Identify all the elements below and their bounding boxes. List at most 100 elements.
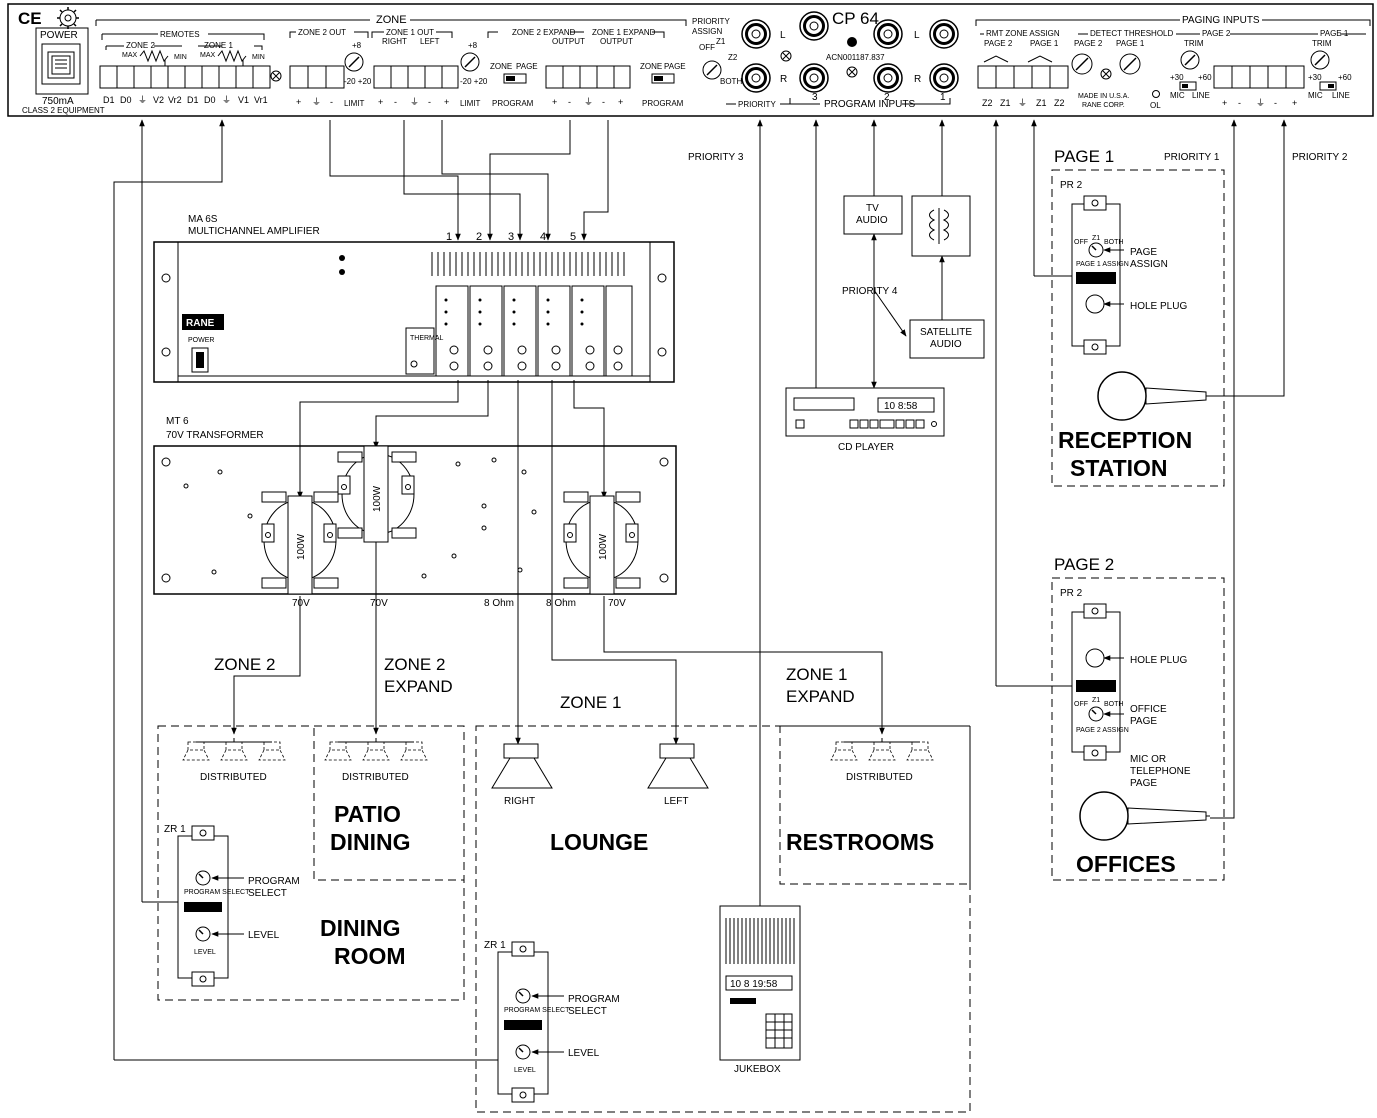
term-label: Vr2 <box>168 95 182 105</box>
remote-z1-max: MAX <box>200 52 216 59</box>
pol-label: - <box>1274 98 1277 108</box>
zone2-trim-knob[interactable] <box>344 52 364 72</box>
program-input-1-jacks <box>928 18 960 94</box>
lounge-left-speaker-icon <box>647 743 709 789</box>
page1-station: PAGE 1 PR 2 OFF Z1 BOTH PAGE 1 ASSIGN PA… <box>1051 147 1225 487</box>
amp-channel-modules <box>435 285 633 377</box>
input-r: R <box>914 74 921 85</box>
offices-title: OFFICES <box>1076 851 1176 877</box>
remote-zone2-label: ZONE 2 <box>126 41 155 50</box>
level-knob[interactable] <box>195 926 211 942</box>
certification-icon <box>847 37 857 47</box>
microphone-icon <box>1097 371 1210 421</box>
pol-label: + <box>1292 98 1297 108</box>
mt6-transformer: MT 6 70V TRANSFORMER 100W 100W 100W <box>153 416 677 609</box>
line-label: LINE <box>1192 91 1210 100</box>
term-label: D0 <box>120 95 132 105</box>
page1-trim-knob[interactable] <box>1310 50 1330 70</box>
zone-switch-zone: ZONE <box>640 62 662 71</box>
zone2-expand-switch[interactable] <box>503 73 527 84</box>
detect-page2: PAGE 2 <box>1074 39 1103 48</box>
remote-z2-min: MIN <box>174 54 187 61</box>
pr2-wall-plate: OFF Z1 BOTH PAGE 2 ASSIGN <box>1071 603 1129 761</box>
tap-label: 70V <box>608 598 626 609</box>
transformer-description: 70V TRANSFORMER <box>166 430 264 441</box>
pr2-off: OFF <box>1074 701 1088 708</box>
page1-assign-knob[interactable] <box>1088 242 1104 258</box>
pol-label: + <box>618 97 623 107</box>
level-knob[interactable] <box>515 1044 531 1060</box>
pol-label: + <box>552 97 557 107</box>
pr2-wall-plate: OFF Z1 BOTH PAGE 1 ASSIGN <box>1071 195 1129 355</box>
amp-power-switch[interactable] <box>191 347 209 373</box>
page2-assign-knob[interactable] <box>1088 706 1104 722</box>
detect-page1-knob[interactable] <box>1119 53 1141 75</box>
distributed-label: DISTRIBUTED <box>846 772 913 783</box>
priority-label: PRIORITY <box>738 100 776 109</box>
zone1-expand-switch[interactable] <box>651 73 675 84</box>
cd-display[interactable]: 10 8:58 <box>884 401 918 412</box>
cp64-model: CP 64 <box>832 9 879 28</box>
page1-mic-line-switch[interactable] <box>1319 81 1337 91</box>
distributed-label: DISTRIBUTED <box>342 772 409 783</box>
level-label: LEVEL <box>248 930 280 941</box>
pol-label: - <box>330 97 333 107</box>
input-num: 2 <box>884 92 890 103</box>
pr2-label: PR 2 <box>1060 180 1083 191</box>
zr1-wall-plate: PROGRAM SELECT LEVEL <box>177 825 250 987</box>
term-label: D0 <box>204 95 216 105</box>
trim-range: -20 +20 <box>344 77 372 86</box>
pol-label: + <box>444 97 449 107</box>
jukebox-keypad[interactable] <box>765 1013 793 1049</box>
amp-model: MA 6S <box>188 214 218 225</box>
jukebox-display[interactable]: 10 8 19:58 <box>730 979 778 990</box>
detect-page2-knob[interactable] <box>1071 53 1093 75</box>
page1-title: PAGE 1 <box>1054 147 1114 166</box>
gain-60: +60 <box>1198 73 1212 82</box>
term-label: D1 <box>103 95 115 105</box>
zone1-out-terminal <box>373 65 459 89</box>
page2-trim-knob[interactable] <box>1180 50 1200 70</box>
rmt-page2: PAGE 2 <box>984 39 1013 48</box>
pa-z2: Z2 <box>728 53 738 62</box>
transformer-core-3: 100W <box>563 491 641 595</box>
distributed-speakers-zone1-expand <box>830 738 934 761</box>
pa-z1: Z1 <box>716 37 726 46</box>
pr2-page2-assign: PAGE 2 ASSIGN <box>1076 727 1129 734</box>
line-label: LINE <box>1332 91 1350 100</box>
term-label: V2 <box>153 95 164 105</box>
hole-plug-label: HOLE PLUG <box>1130 655 1187 666</box>
term-label: D1 <box>187 95 199 105</box>
detect-threshold-label: DETECT THRESHOLD <box>1090 29 1173 38</box>
priority-assign-knob[interactable] <box>702 60 722 80</box>
pol-label: ⏚ <box>584 97 593 107</box>
trim-plus8: +8 <box>352 41 362 50</box>
pr2-label: PR 2 <box>1060 588 1083 599</box>
expand-terminal <box>545 65 631 89</box>
input-r: R <box>780 74 787 85</box>
term-label: V1 <box>238 95 249 105</box>
pol-label: ⏚ <box>312 97 321 107</box>
zone1-trim-knob[interactable] <box>460 52 480 72</box>
distributed-speakers-zone2-expand <box>324 738 428 761</box>
hole-plug-label: HOLE PLUG <box>1130 301 1187 312</box>
zone-switch-page: PAGE <box>516 62 538 71</box>
jukebox: 10 8 19:58 <box>719 905 801 1061</box>
cd-transport-buttons[interactable] <box>849 419 925 429</box>
page2-label: PAGE 2 <box>1202 29 1231 38</box>
made-in-label: MADE IN U.S.A.RANE CORP. <box>1078 93 1129 109</box>
input-l: L <box>914 30 920 41</box>
program-select-knob[interactable] <box>195 870 211 886</box>
jukebox-grille <box>725 918 795 964</box>
page2-mic-line-switch[interactable] <box>1179 81 1197 91</box>
program-select-knob[interactable] <box>515 988 531 1004</box>
jukebox-label: JUKEBOX <box>734 1064 781 1075</box>
pol-label: - <box>394 97 397 107</box>
distributed-speakers-zone2 <box>182 738 286 761</box>
input-num: 3 <box>812 92 818 103</box>
mic-label: MIC <box>1170 91 1185 100</box>
